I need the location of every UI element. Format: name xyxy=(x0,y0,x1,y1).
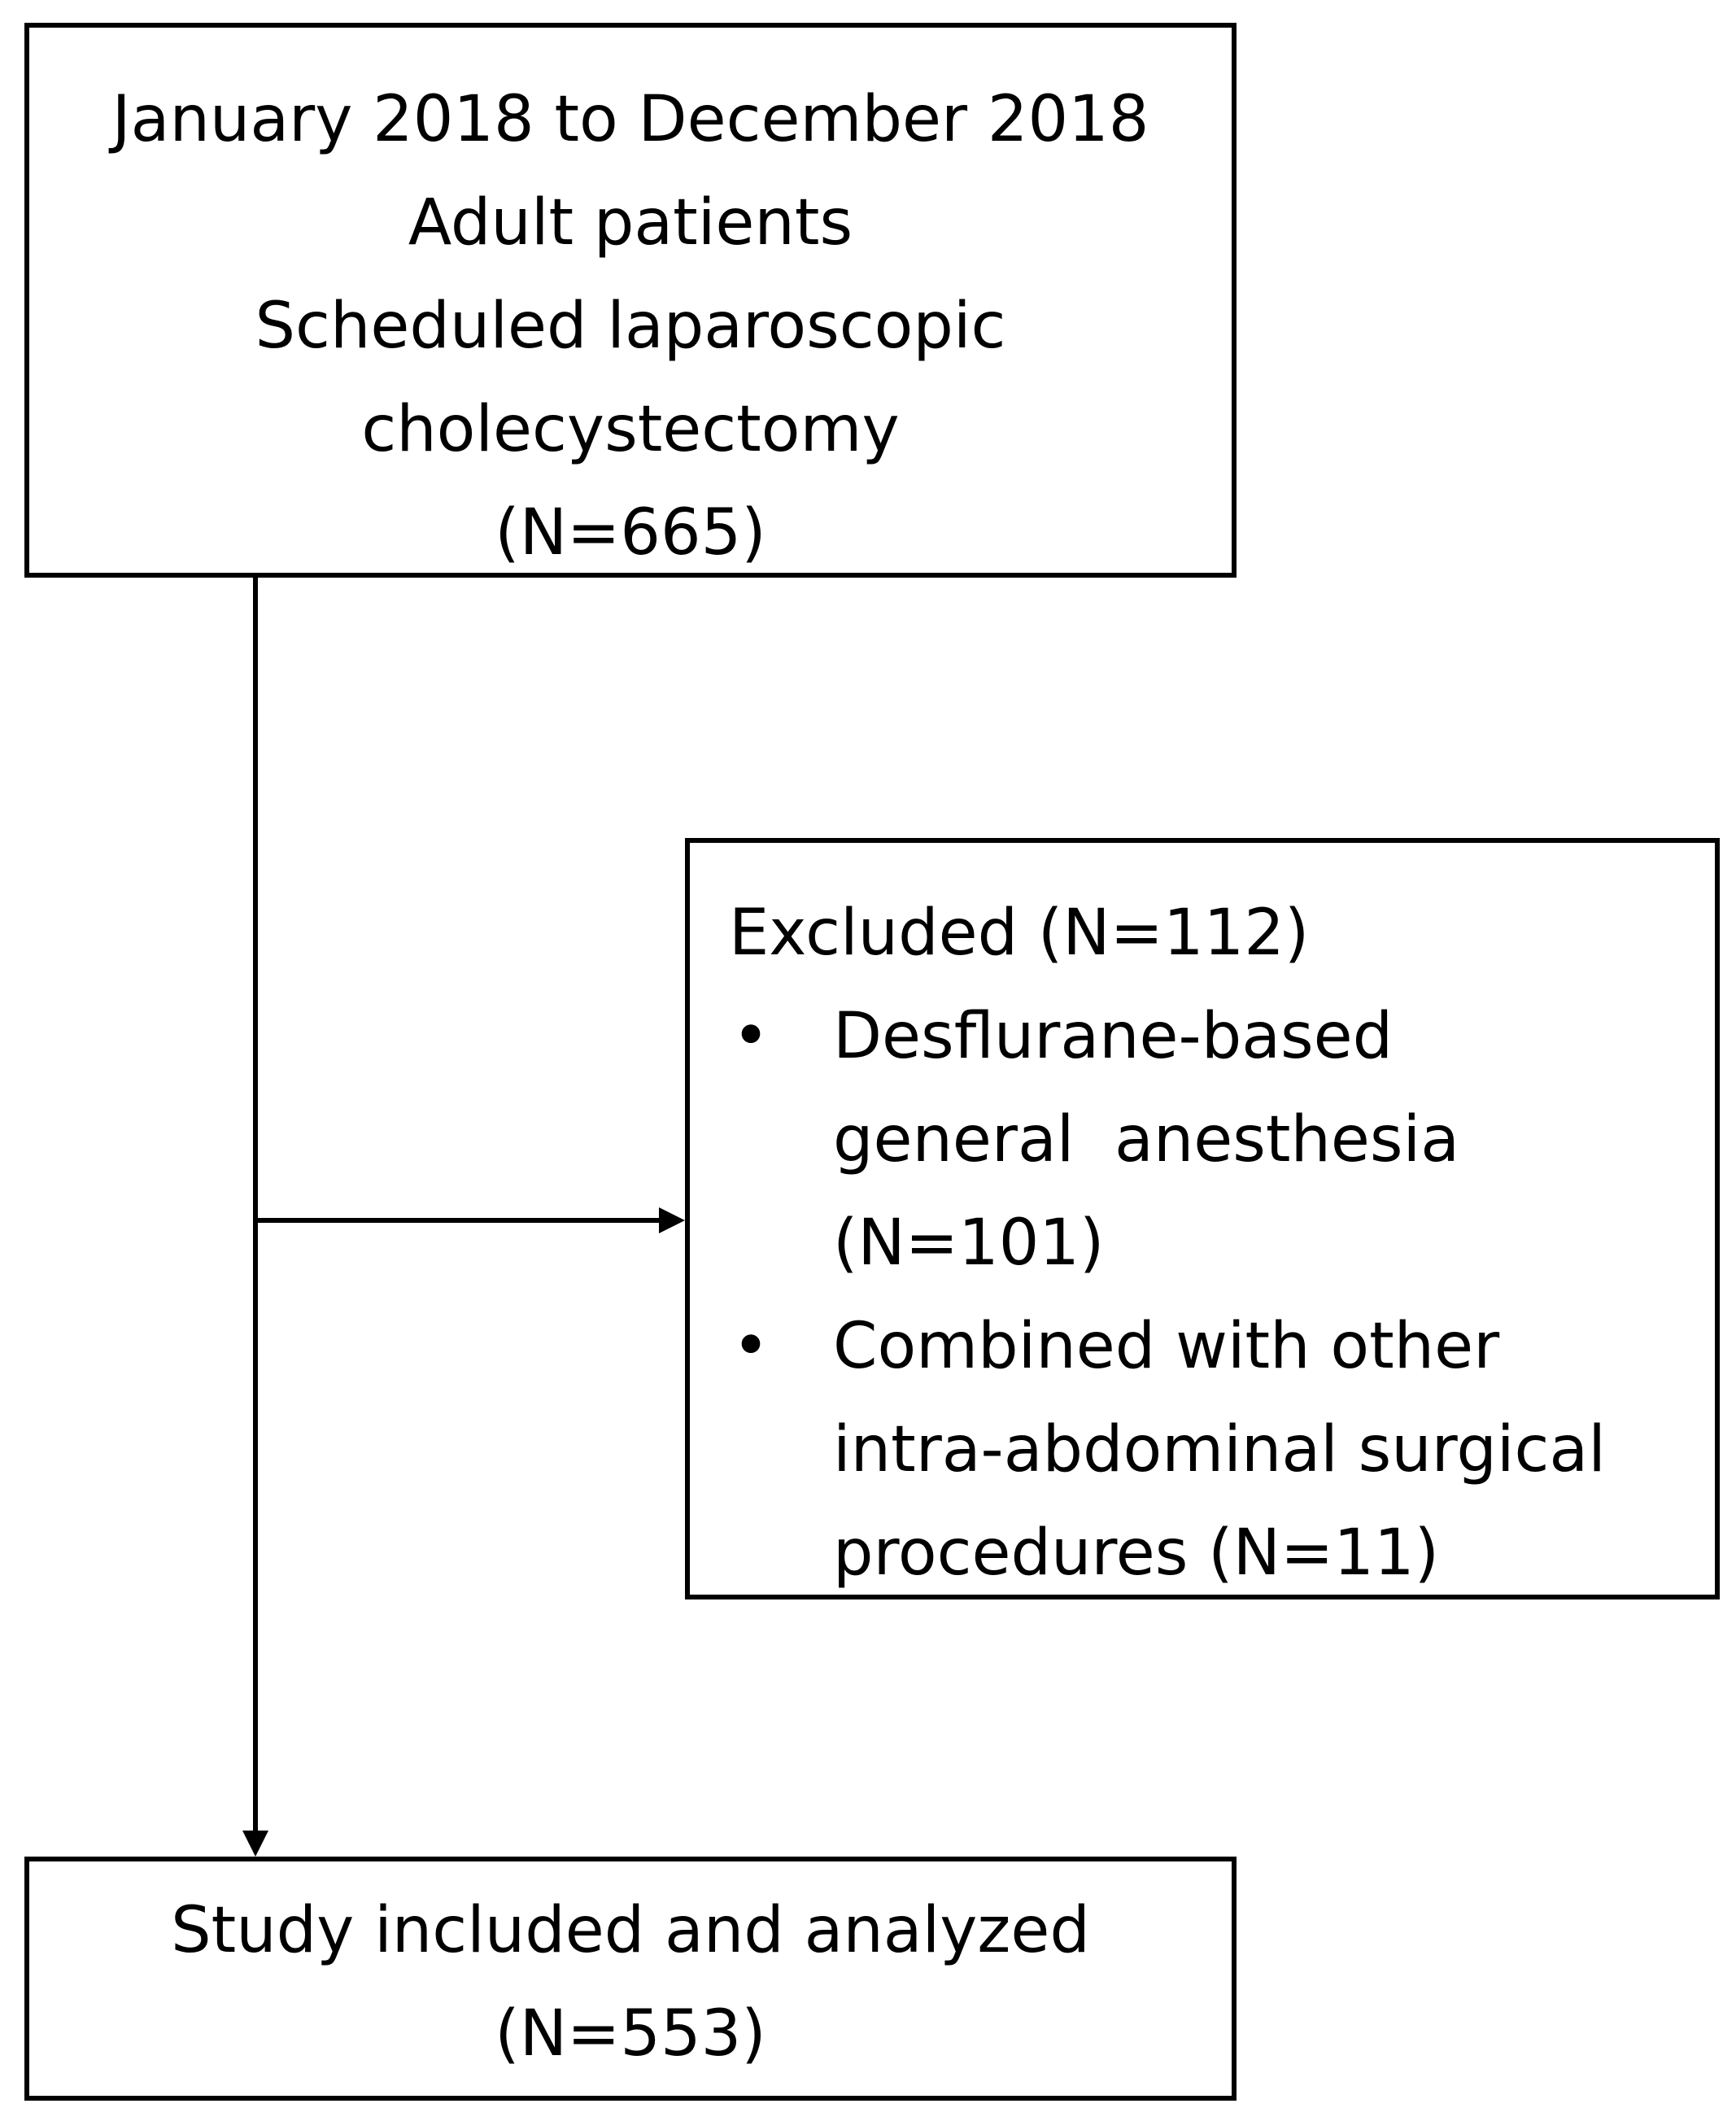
source-population-box: January 2018 to December 2018 Adult pati… xyxy=(24,23,1237,578)
exclusion-item-line: Combined with other xyxy=(833,1310,1500,1383)
exclusion-item-line: general anesthesia xyxy=(833,1103,1460,1176)
source-line-1: January 2018 to December 2018 xyxy=(111,83,1149,156)
exclusion-heading: Excluded (N=112) xyxy=(729,897,1310,970)
source-count: (N=665) xyxy=(495,496,766,570)
exclusion-box: Excluded (N=112) • Desflurane-based gene… xyxy=(685,838,1720,1599)
exclusion-arrowhead xyxy=(659,1207,685,1233)
source-line-4: cholecystectomy xyxy=(361,393,900,466)
exclusion-item-combined-procedures: • Combined with other intra-abdominal su… xyxy=(729,1295,1715,1605)
source-line-2: Adult patients xyxy=(408,186,853,260)
exclusion-item-line: intra-abdominal surgical xyxy=(833,1413,1606,1486)
source-line-3: Scheduled laparoscopic xyxy=(255,290,1006,363)
exclusion-item-count: (N=101) xyxy=(833,1207,1105,1280)
bullet-icon: • xyxy=(732,1310,770,1383)
result-count: (N=553) xyxy=(495,1997,766,2071)
exclusion-item-line: procedures (N=11) xyxy=(833,1517,1439,1590)
main-arrowhead xyxy=(242,1831,268,1857)
exclusion-item-desflurane: • Desflurane-based general anesthesia (N… xyxy=(729,985,1715,1295)
analyzed-population-box: Study included and analyzed (N=553) xyxy=(24,1857,1237,2101)
exclusion-item-line: Desflurane-based xyxy=(833,1000,1394,1073)
result-line-1: Study included and analyzed xyxy=(171,1894,1090,1967)
bullet-icon: • xyxy=(732,1000,770,1073)
